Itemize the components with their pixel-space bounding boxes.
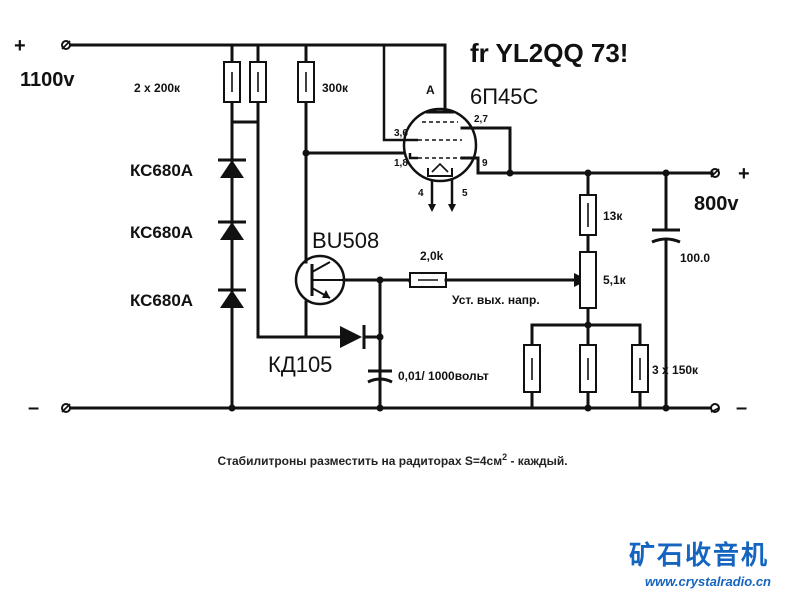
label-pin-4: 4: [418, 188, 424, 199]
label-pin-2-7: 2,7: [474, 114, 488, 125]
zener-diode-2: [218, 220, 246, 240]
base-feed-wire: [304, 43, 412, 260]
output-rail: [460, 156, 714, 175]
input-terminal: [61, 40, 71, 50]
input-voltage: 1100v: [20, 69, 75, 91]
tube-6p45s: [402, 107, 478, 183]
label-pin-5: 5: [462, 188, 468, 199]
junction-dot: [662, 404, 670, 412]
positive-input-rail: [64, 43, 447, 98]
label-pin-9: 9: [482, 158, 488, 169]
junction-dot: [584, 169, 592, 177]
ground-sign-left: –: [28, 397, 39, 419]
label-anode: A: [426, 83, 435, 97]
cathode-lead: [460, 126, 512, 175]
output-voltage: 800v: [694, 193, 739, 215]
ground-sign-right: –: [736, 397, 747, 419]
transistor-bu508: [294, 254, 346, 306]
title: fr YL2QQ 73!: [470, 38, 628, 68]
label-300k: 300к: [322, 81, 349, 95]
junction-dot: [662, 169, 670, 177]
label-cap-001: 0,01/ 1000вольт: [398, 369, 489, 383]
label-cap-100: 100.0: [680, 251, 710, 265]
junction-dot: [228, 404, 236, 412]
heater-leads: [430, 180, 454, 204]
zener-diode-1: [218, 158, 246, 178]
junction-dot: [376, 333, 384, 341]
junction-dot: [302, 149, 310, 157]
label-13k: 13к: [603, 209, 623, 223]
label-zener-1: КС680А: [130, 161, 193, 180]
junction-dot: [584, 321, 592, 329]
ground-terminal-left: [61, 403, 71, 413]
label-kd105: КД105: [268, 352, 332, 377]
input-sign: +: [14, 35, 26, 57]
zener-diode-3: [218, 288, 246, 308]
label-adjust: Уст. вых. напр.: [452, 293, 540, 307]
label-zener-2: КС680А: [130, 223, 193, 242]
junction-dot: [584, 404, 592, 412]
label-bu508: BU508: [312, 228, 379, 253]
diode-kd105: [340, 325, 366, 349]
label-pin-1-8: 1,8: [394, 158, 408, 169]
label-2k: 2,0k: [420, 249, 444, 263]
output-sign: +: [738, 163, 750, 185]
grid1-lead: [408, 153, 418, 160]
junction-dot: [376, 276, 384, 284]
label-5k1: 5,1к: [603, 273, 627, 287]
label-tube: 6П45С: [470, 84, 539, 109]
junction-dot: [376, 404, 384, 412]
brand-logo-text: 矿石收音机: [628, 540, 769, 570]
heatsink-note: Стабилитроны разместить на радиторах S=4…: [217, 452, 568, 468]
diode-feed-wire: [256, 120, 342, 339]
website-url: www.crystalradio.cn: [645, 574, 771, 589]
zener-string-wire: [230, 43, 260, 410]
ground-terminal-right: [710, 403, 720, 413]
label-zener-3: КС680А: [130, 291, 193, 310]
capacitor-100: [651, 228, 681, 244]
screen-grid-lead: [382, 45, 418, 142]
label-3x150k: 3 x 150к: [652, 363, 699, 377]
potentiometer-5k1: [579, 251, 597, 309]
junction-dot: [506, 169, 514, 177]
capacitor-001: [367, 369, 393, 384]
label-pin-3-6: 3,6: [394, 128, 408, 139]
label-2x200k: 2 x 200к: [134, 81, 181, 95]
